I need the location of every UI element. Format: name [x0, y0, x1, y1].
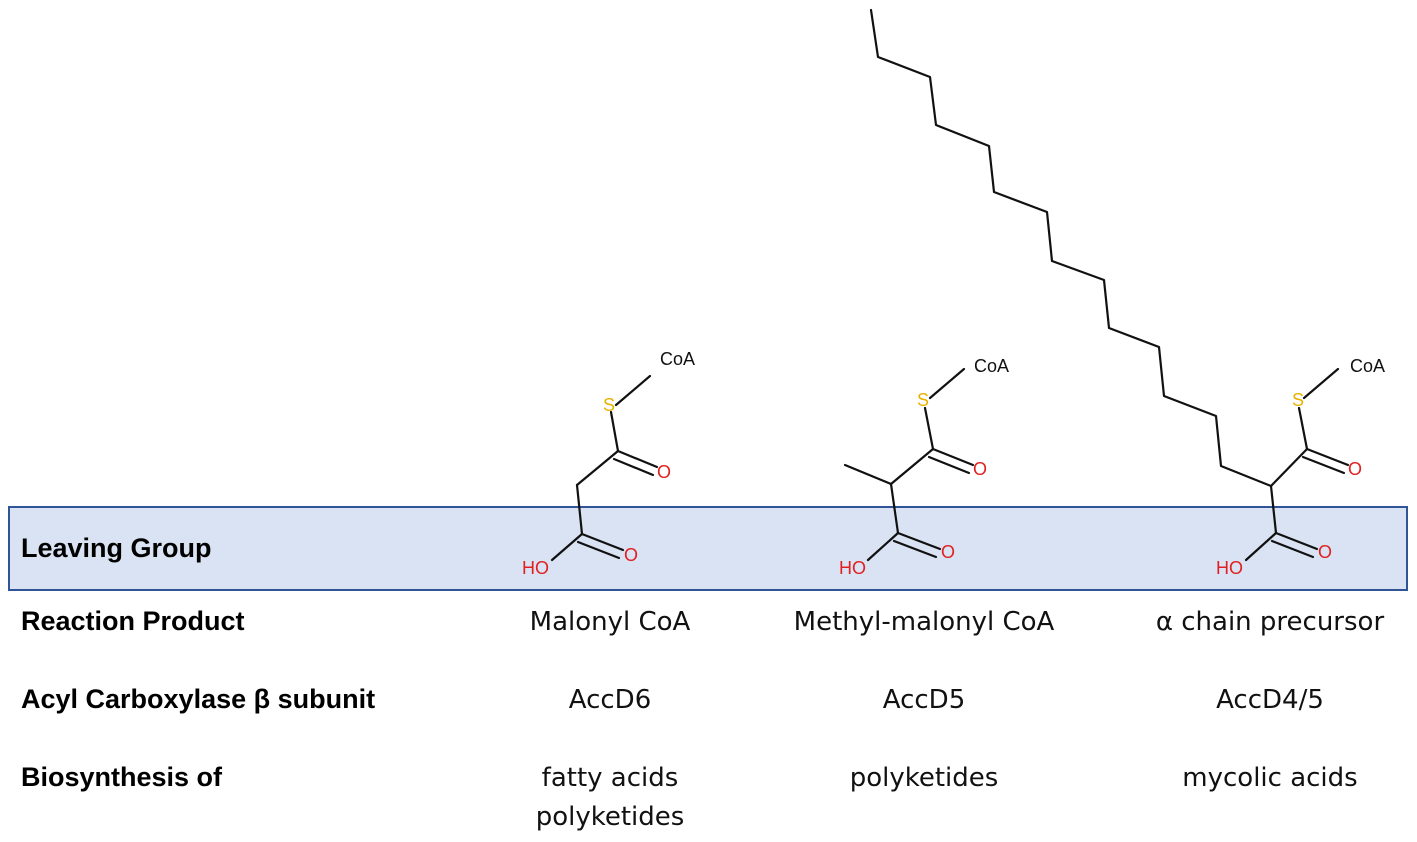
bond — [1270, 539, 1315, 559]
biosynthesis-mycolic-acids: mycolic acids — [1182, 763, 1358, 793]
sulfur-atom: S — [603, 395, 615, 415]
bond — [580, 532, 625, 552]
product-malonyl-coa: Malonyl CoA — [529, 607, 691, 637]
oxygen-atom: O — [1348, 459, 1362, 479]
bond — [614, 374, 652, 407]
coa-label: CoA — [974, 356, 1009, 376]
bond — [843, 463, 893, 486]
bond — [866, 531, 900, 562]
biosynthesis-polyketides: polyketides — [535, 802, 685, 832]
bond — [575, 483, 584, 536]
product-alpha-chain-precursor: α chain precursor — [1155, 607, 1385, 637]
bond — [550, 532, 584, 562]
oxygen-atom: O — [973, 459, 987, 479]
row-label-biosynthesis: Biosynthesis of — [21, 762, 223, 792]
subunit-accd4-5: AccD4/5 — [1216, 685, 1324, 715]
bond — [1305, 447, 1350, 467]
bond — [575, 449, 620, 487]
bond — [609, 410, 620, 453]
oxygen-atom: O — [657, 462, 671, 482]
bond — [889, 447, 935, 486]
bond — [1244, 531, 1278, 562]
bond — [612, 457, 655, 477]
hydroxyl-label: HO — [839, 558, 866, 578]
bond — [1274, 531, 1319, 551]
malonyl-coa-structure: CoA S O O HO — [522, 349, 695, 578]
alpha-chain-precursor-structure: CoA S O O HO — [869, 8, 1385, 578]
bond — [931, 447, 975, 467]
bond — [1269, 447, 1309, 488]
subunit-accd6: AccD6 — [568, 685, 652, 715]
bond — [896, 531, 942, 551]
oxygen-atom: O — [1318, 542, 1332, 562]
methyl-malonyl-coa-structure: CoA S O O HO — [839, 356, 1009, 578]
bond — [1301, 455, 1346, 475]
bond — [928, 367, 966, 400]
bond — [1297, 406, 1309, 451]
oxygen-atom: O — [941, 542, 955, 562]
sulfur-atom: S — [1292, 390, 1304, 410]
biosynthesis-fatty-acids: fatty acids — [541, 763, 679, 793]
leaving-group-band — [8, 506, 1408, 591]
coa-label: CoA — [1350, 356, 1385, 376]
bond — [889, 482, 900, 535]
hydroxyl-label: HO — [522, 558, 549, 578]
bond — [927, 455, 971, 475]
row-label-acyl-subunit: Acyl Carboxylase β subunit — [21, 684, 376, 714]
bond — [1269, 484, 1278, 535]
bond — [616, 449, 659, 469]
hydroxyl-label: HO — [1216, 558, 1243, 578]
alkyl-chain — [869, 8, 1273, 488]
row-label-leaving-group: Leaving Group — [21, 533, 212, 563]
subunit-accd5: AccD5 — [882, 685, 966, 715]
bond — [576, 540, 621, 560]
bond — [923, 406, 935, 451]
sulfur-atom: S — [917, 390, 929, 410]
bond — [892, 539, 938, 559]
coa-label: CoA — [660, 349, 695, 369]
row-label-reaction-product: Reaction Product — [21, 606, 245, 636]
oxygen-atom: O — [624, 545, 638, 565]
bond — [1302, 367, 1340, 400]
product-methyl-malonyl-coa: Methyl-malonyl CoA — [793, 607, 1055, 637]
biosynthesis-polyketides: polyketides — [849, 763, 999, 793]
